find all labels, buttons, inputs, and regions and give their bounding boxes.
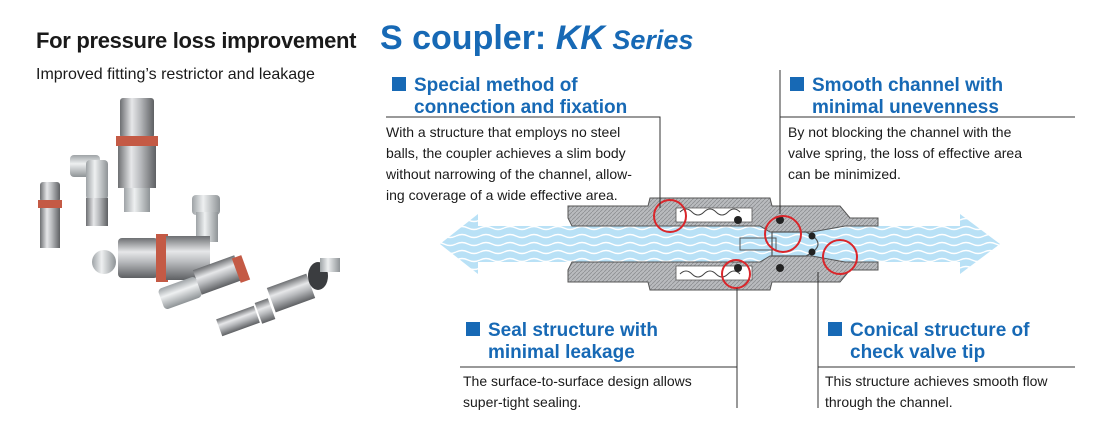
highlight-conical <box>822 239 858 275</box>
feature-seal-title: Seal structure with minimal leakage <box>466 320 658 364</box>
highlight-connection <box>653 199 687 233</box>
desc-line: super-tight sealing. <box>463 394 582 410</box>
feature-conical-desc: This structure achieves smooth flow thro… <box>825 371 1085 413</box>
feature-seal-desc: The surface-to-surface design allows sup… <box>463 371 733 413</box>
bullet-square-icon <box>828 322 842 336</box>
feature-seal-title-line1: Seal structure with <box>488 320 658 341</box>
feature-seal-title-line2: minimal leakage <box>488 342 635 363</box>
feature-conical-title-line2: check valve tip <box>850 342 986 363</box>
feature-conical-title: Conical structure of check valve tip <box>828 320 1029 364</box>
bullet-square-icon <box>466 322 480 336</box>
feature-conical-title-line1: Conical structure of <box>850 320 1030 341</box>
highlight-seal <box>721 259 751 289</box>
desc-line: without narrowing of the channel, allow- <box>386 166 632 182</box>
series-label: Series <box>604 25 694 55</box>
plug-photo <box>216 298 276 337</box>
series-code: KK <box>555 19 605 57</box>
desc-line: through the channel. <box>825 394 953 410</box>
subtitle: Improved fitting’s restrictor and leakag… <box>36 66 315 83</box>
product-title: S coupler: KK Series <box>380 19 693 58</box>
highlight-circles <box>653 199 858 289</box>
feature-connection-desc: With a structure that employs no steel b… <box>386 122 661 206</box>
coupler-photo-diagonal <box>158 255 251 310</box>
desc-line: By not blocking the channel with the <box>788 124 1012 140</box>
highlight-channel <box>764 215 802 253</box>
desc-line: balls, the coupler achieves a slim body <box>386 145 626 161</box>
feature-channel-title-line1: Smooth channel with <box>812 75 1004 96</box>
feature-channel-desc: By not blocking the channel with the val… <box>788 122 1078 185</box>
product-name: S coupler: <box>380 19 556 57</box>
desc-line: The surface-to-surface design allows <box>463 373 692 389</box>
callout-lines <box>386 70 1075 408</box>
feature-channel-title-line2: minimal unevenness <box>812 97 999 118</box>
check-valve <box>739 231 819 257</box>
desc-line: With a structure that employs no steel <box>386 124 621 140</box>
socket-photo <box>266 258 340 313</box>
title-prefix: For pressure loss improvement <box>36 28 357 53</box>
flow-arrow <box>440 214 1000 274</box>
elbow-fitting-photo <box>70 155 108 226</box>
feature-connection-title-line1: Special method of <box>414 75 578 96</box>
bullet-square-icon <box>392 77 406 91</box>
bullet-square-icon <box>790 77 804 91</box>
feature-connection-title-line2: connection and fixation <box>414 97 628 118</box>
feature-channel-title: Smooth channel with minimal unevenness <box>790 75 1003 119</box>
desc-line: valve spring, the loss of effective area <box>788 145 1022 161</box>
small-coupler-photo <box>38 182 62 248</box>
main-coupler-photo <box>92 195 220 282</box>
desc-line: can be minimized. <box>788 166 901 182</box>
seal-rings <box>734 216 816 272</box>
desc-line: This structure achieves smooth flow <box>825 373 1048 389</box>
feature-connection-title: Special method of connection and fixatio… <box>392 75 627 119</box>
desc-line: ing coverage of a wide effective area. <box>386 187 618 203</box>
coupler-body-upper <box>567 197 879 233</box>
coupler-photo-tall <box>116 98 158 212</box>
